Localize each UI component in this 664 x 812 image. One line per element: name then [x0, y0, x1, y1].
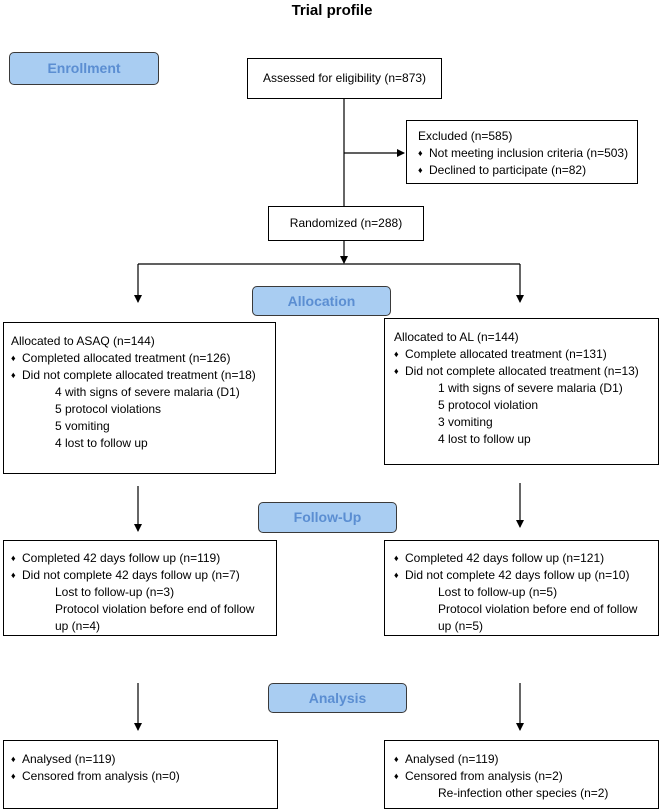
bullet-icon: ♦: [11, 570, 16, 580]
stage-enrollment: Enrollment: [9, 52, 159, 85]
list-item: ♦Did not complete 42 days follow up (n=7…: [11, 568, 240, 582]
sub-item: 5 protocol violation: [438, 398, 539, 412]
bullet-icon: ♦: [394, 754, 399, 764]
list-item: ♦Analysed (n=119): [11, 752, 116, 766]
bullet-icon: ♦: [11, 353, 16, 363]
excluded-title: Excluded (n=585): [418, 129, 513, 143]
bullet-icon: ♦: [418, 165, 423, 175]
bullet-icon: ♦: [11, 553, 16, 563]
stage-analysis: Analysis: [268, 683, 407, 713]
sub-item: 4 lost to follow up: [55, 436, 148, 450]
sub-item: Protocol violation before end of follow …: [55, 602, 255, 633]
bullet-icon: ♦: [394, 771, 399, 781]
randomized-box: Randomized (n=288): [268, 206, 424, 241]
excluded-box: Excluded (n=585) ♦Not meeting inclusion …: [406, 120, 638, 184]
bullet-icon: ♦: [394, 366, 399, 376]
bullet-icon: ♦: [394, 349, 399, 359]
box-title: Allocated to AL (n=144): [394, 330, 519, 344]
list-item: ♦Analysed (n=119): [394, 752, 499, 766]
assessed-box: Assessed for eligibility (n=873): [247, 58, 442, 99]
list-item: ♦Not meeting inclusion criteria (n=503): [418, 146, 629, 160]
sub-item: 4 lost to follow up: [438, 432, 531, 446]
list-item: ♦Did not complete allocated treatment (n…: [11, 368, 256, 382]
sub-item: Protocol violation before end of follow …: [438, 602, 638, 633]
sub-item: 5 protocol violations: [55, 402, 162, 416]
sub-item: 4 with signs of severe malaria (D1): [55, 385, 240, 399]
list-item: ♦Completed 42 days follow up (n=119): [11, 551, 221, 565]
bullet-icon: ♦: [418, 148, 423, 158]
list-item: ♦Completed allocated treatment (n=126): [11, 351, 231, 365]
bullet-icon: ♦: [394, 553, 399, 563]
asaq-followup-box: ♦Completed 42 days follow up (n=119) ♦Di…: [3, 540, 277, 636]
sub-item: Lost to follow-up (n=3): [55, 585, 175, 599]
list-item: ♦Censored from analysis (n=2): [394, 769, 563, 783]
al-analysis-box: ♦Analysed (n=119) ♦Censored from analysi…: [384, 740, 659, 809]
list-item: ♦Did not complete allocated treatment (n…: [394, 364, 639, 378]
list-item: ♦Declined to participate (n=82): [418, 163, 587, 177]
sub-item: 3 vomiting: [438, 415, 493, 429]
list-item: ♦Completed 42 days follow up (n=121): [394, 551, 605, 565]
list-item: ♦Did not complete 42 days follow up (n=1…: [394, 568, 630, 582]
sub-item: 1 with signs of severe malaria (D1): [438, 381, 623, 395]
box-title: Allocated to ASAQ (n=144): [11, 334, 155, 348]
sub-item: Lost to follow-up (n=5): [438, 585, 558, 599]
stage-followup: Follow-Up: [258, 502, 397, 533]
list-item: ♦Complete allocated treatment (n=131): [394, 347, 607, 361]
bullet-icon: ♦: [394, 570, 399, 580]
asaq-allocation-box: Allocated to ASAQ (n=144) ♦Completed all…: [3, 322, 276, 474]
al-allocation-box: Allocated to AL (n=144) ♦Complete alloca…: [384, 318, 659, 465]
bullet-icon: ♦: [11, 754, 16, 764]
assessed-text: Assessed for eligibility (n=873): [262, 71, 427, 85]
sub-item: Re-infection other species (n=2): [438, 786, 609, 800]
al-followup-box: ♦Completed 42 days follow up (n=121) ♦Di…: [384, 540, 659, 636]
sub-item: 5 vomiting: [55, 419, 110, 433]
bullet-icon: ♦: [11, 370, 16, 380]
randomized-text: Randomized (n=288): [289, 216, 403, 230]
stage-allocation: Allocation: [252, 286, 391, 316]
list-item: ♦Censored from analysis (n=0): [11, 769, 180, 783]
diagram-title: Trial profile: [291, 2, 373, 19]
bullet-icon: ♦: [11, 771, 16, 781]
asaq-analysis-box: ♦Analysed (n=119) ♦Censored from analysi…: [3, 740, 278, 809]
